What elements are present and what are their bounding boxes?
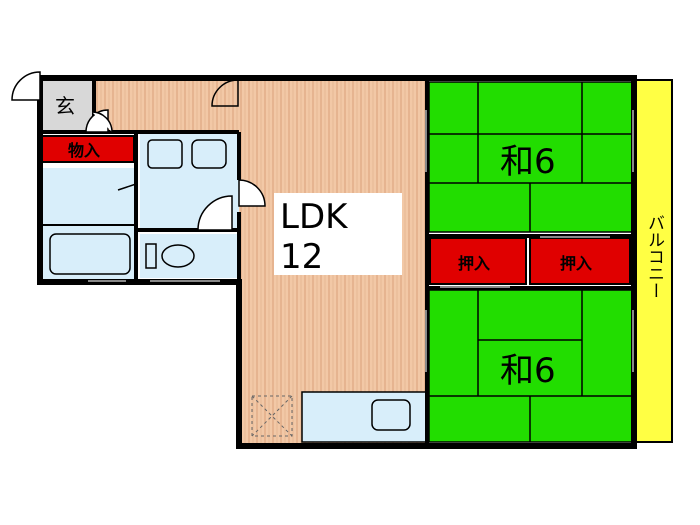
sliding-doors xyxy=(88,110,634,372)
washitsu-top-label: 和6 xyxy=(500,142,556,182)
entrance-label: 玄 xyxy=(55,94,75,118)
closet-right xyxy=(529,237,631,285)
balcony-label: バルコニー xyxy=(644,214,664,299)
washitsu-bottom-label-bg xyxy=(498,344,572,390)
fridge-space xyxy=(251,395,293,437)
closet-left xyxy=(429,237,527,285)
doors xyxy=(11,71,266,231)
washitsu-top-label-bg xyxy=(498,136,572,180)
toilet-icon xyxy=(161,244,195,268)
toilet-tank xyxy=(145,243,157,269)
storage-label: 物入 xyxy=(68,141,100,160)
closet-right-label: 押入 xyxy=(560,254,592,273)
bathtub xyxy=(49,233,131,275)
washbasin-right xyxy=(191,139,227,169)
ldk-size: 12 xyxy=(280,237,323,277)
washitsu-bottom-label: 和6 xyxy=(500,351,556,391)
ldk-label: LDK xyxy=(280,197,349,237)
ldk-label-box xyxy=(274,193,402,275)
closet-left-label: 押入 xyxy=(458,254,490,273)
entrance-label-bg xyxy=(52,92,80,116)
washbasin-left xyxy=(147,139,183,169)
kitchen-sink-icon xyxy=(371,399,411,431)
walls xyxy=(37,75,637,449)
